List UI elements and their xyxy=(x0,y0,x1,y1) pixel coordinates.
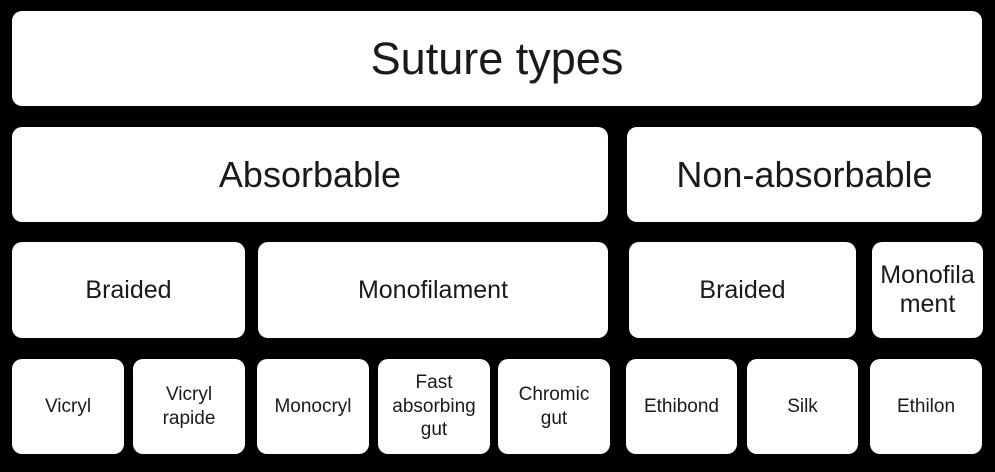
node-non-absorbable: Non-absorbable xyxy=(627,127,982,222)
node-vicryl: Vicryl xyxy=(12,359,124,454)
node-fast-absorbing-gut: Fast absorbing gut xyxy=(378,359,490,454)
node-monocryl: Monocryl xyxy=(257,359,369,454)
node-absorbable: Absorbable xyxy=(12,127,608,222)
node-chromic-gut: Chromic gut xyxy=(498,359,610,454)
node-vicryl-rapide: Vicryl rapide xyxy=(133,359,245,454)
node-ethilon: Ethilon xyxy=(870,359,982,454)
node-absorbable-braided: Braided xyxy=(12,242,245,338)
node-non-absorbable-braided: Braided xyxy=(629,242,856,338)
node-absorbable-monofilament: Monofilament xyxy=(258,242,608,338)
node-non-absorbable-monofilament: Monofilament xyxy=(872,242,983,338)
node-suture-types: Suture types xyxy=(12,11,982,106)
node-ethibond: Ethibond xyxy=(626,359,737,454)
node-silk: Silk xyxy=(747,359,858,454)
